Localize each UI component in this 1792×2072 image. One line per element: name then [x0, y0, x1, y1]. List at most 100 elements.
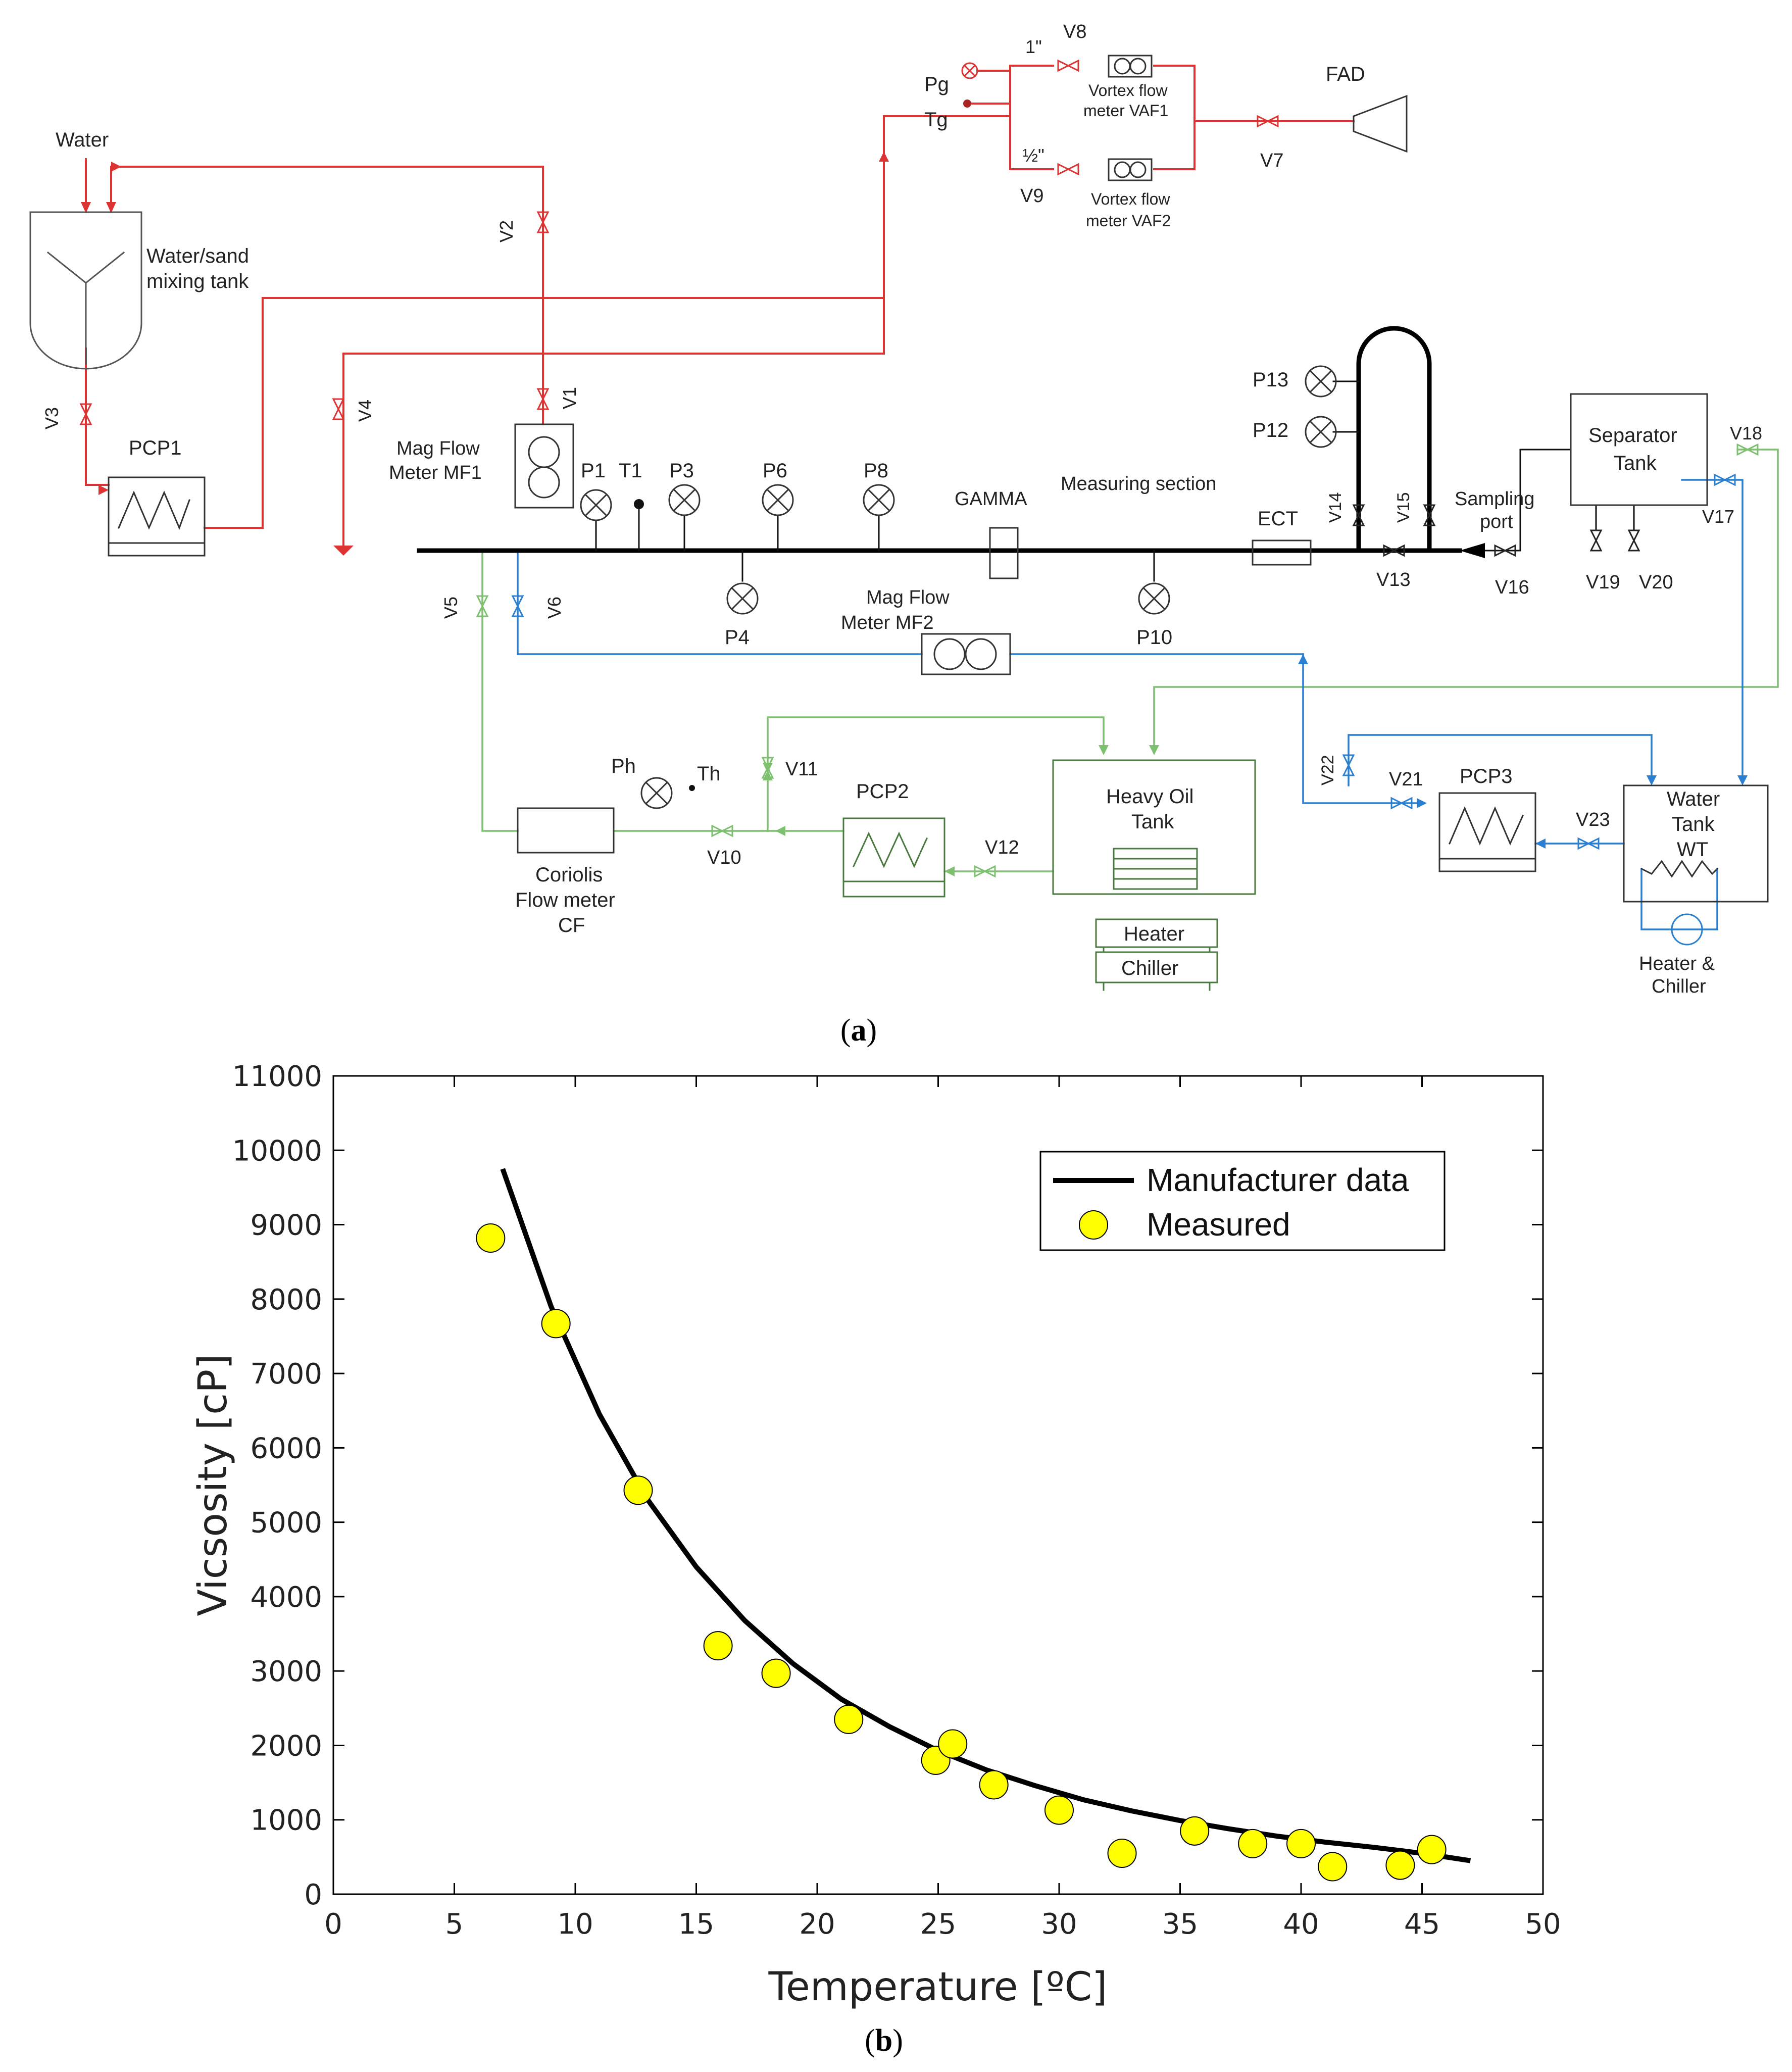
label-p3: P3 [669, 460, 694, 482]
x-tick-label: 5 [445, 1908, 464, 1941]
label-p1: P1 [581, 460, 606, 482]
p10-gauge [1138, 582, 1170, 615]
y-tick-label: 9000 [250, 1209, 322, 1242]
x-tick-label: 10 [557, 1908, 593, 1941]
x-tick-label: 25 [920, 1908, 956, 1941]
main-line-arrowhead [1460, 543, 1485, 558]
measured-point [1417, 1835, 1447, 1864]
label-ph: Ph [611, 755, 636, 777]
caption-a: (a) [840, 1013, 877, 1048]
label-t1: T1 [619, 460, 642, 482]
y-tick-label: 10000 [232, 1134, 322, 1167]
svg-text:(a): (a) [840, 1013, 877, 1048]
label-measuring-section: Measuring section [1061, 473, 1216, 495]
green-arrowheads [763, 745, 1159, 876]
label-water-tank-3: WT [1677, 838, 1708, 861]
mag-flow-meter-mf1 [514, 423, 574, 509]
label-pg: Pg [924, 73, 949, 95]
measured-point [1385, 1850, 1415, 1880]
label-coriolis-2: Flow meter [515, 889, 615, 911]
y-tick-label: 5000 [250, 1507, 322, 1540]
measured-point [1180, 1816, 1210, 1846]
x-tick-label: 0 [324, 1908, 342, 1941]
y-tick-label: 4000 [250, 1581, 322, 1614]
label-v20: V20 [1639, 572, 1673, 593]
pressure-gauges [580, 365, 1337, 809]
measured-point [476, 1223, 506, 1253]
label-size-half-in: ½" [1023, 145, 1044, 166]
label-pcp3: PCP3 [1460, 765, 1513, 787]
label-heater-chiller-2: Chiller [1652, 976, 1706, 997]
legend: Manufacturer data Measured [1039, 1151, 1446, 1251]
label-pcp1: PCP1 [129, 437, 182, 459]
label-sampling-port-2: port [1480, 511, 1513, 532]
pg-gauge [961, 62, 978, 79]
heavy-oil-tank [1052, 759, 1256, 895]
p1-gauge [580, 489, 612, 521]
x-tick-label: 40 [1283, 1908, 1319, 1941]
y-tick-label: 1000 [250, 1804, 322, 1837]
svg-text:(b): (b) [865, 2024, 903, 2058]
gamma-densitometer [989, 527, 1019, 579]
label-sampling-port: Sampling [1455, 488, 1534, 510]
label-water-tank-2: Tank [1672, 813, 1715, 835]
legend-marker-swatch [1079, 1210, 1108, 1240]
label-p13: P13 [1253, 369, 1288, 391]
ect-sensor [1252, 539, 1312, 566]
label-v3: V3 [41, 407, 62, 429]
measured-point [623, 1475, 653, 1505]
y-tick-label: 0 [304, 1879, 322, 1911]
label-v17: V17 [1702, 506, 1734, 527]
label-v4: V4 [355, 400, 375, 422]
x-tick-label: 15 [678, 1908, 714, 1941]
measured-point [541, 1309, 571, 1339]
label-vaf2-2: meter VAF2 [1086, 212, 1171, 230]
th-sensor [689, 785, 695, 791]
y-tick-label: 6000 [250, 1432, 322, 1465]
p8-gauge [863, 484, 895, 516]
label-ect: ECT [1258, 508, 1298, 530]
red-arrowheads [81, 152, 889, 556]
valves-blue [511, 473, 1736, 850]
caption-b: (b) [865, 2024, 903, 2058]
label-size-1in: 1" [1025, 36, 1042, 57]
label-mf2-2: Meter MF2 [841, 612, 934, 633]
y-tick-label: 8000 [250, 1284, 322, 1316]
label-pcp2: PCP2 [856, 780, 909, 803]
y-tick-label: 2000 [250, 1730, 322, 1762]
x-tick-label: 20 [799, 1908, 835, 1941]
vortex-flow-meter-vaf1 [1108, 55, 1153, 78]
label-v9: V9 [1020, 185, 1043, 207]
label-th: Th [697, 763, 721, 785]
label-vaf2: Vortex flow [1091, 190, 1170, 208]
label-gamma: GAMMA [955, 488, 1027, 510]
measured-point [938, 1729, 968, 1759]
measured-point [1286, 1829, 1316, 1858]
label-water: Water [56, 129, 109, 151]
fad-diffuser [1353, 94, 1408, 153]
p12-gauge [1305, 416, 1337, 448]
measured-point [979, 1770, 1009, 1800]
mag-flow-meter-mf2 [921, 633, 1011, 675]
ph-gauge [640, 777, 673, 809]
y-tick-label: 3000 [250, 1655, 322, 1688]
x-tick-label: 50 [1525, 1908, 1561, 1941]
label-v10: V10 [707, 847, 741, 868]
x-tick-label: 45 [1404, 1908, 1440, 1941]
label-p4: P4 [725, 626, 750, 649]
water-sand-mixing-tank [29, 211, 142, 370]
measured-point [703, 1631, 733, 1661]
label-v16: V16 [1495, 577, 1529, 598]
label-chiller: Chiller [1121, 957, 1178, 979]
valves-red [79, 59, 1279, 425]
label-v2: V2 [496, 220, 517, 242]
separator-tank [1570, 393, 1708, 506]
label-v13: V13 [1376, 569, 1411, 590]
pcp1-pump [108, 476, 206, 557]
label-v23: V23 [1576, 809, 1610, 830]
main-line-thin [595, 380, 1635, 582]
label-v21: V21 [1389, 769, 1423, 790]
label-v11: V11 [785, 759, 818, 780]
label-vaf1: Vortex flow [1088, 81, 1168, 100]
